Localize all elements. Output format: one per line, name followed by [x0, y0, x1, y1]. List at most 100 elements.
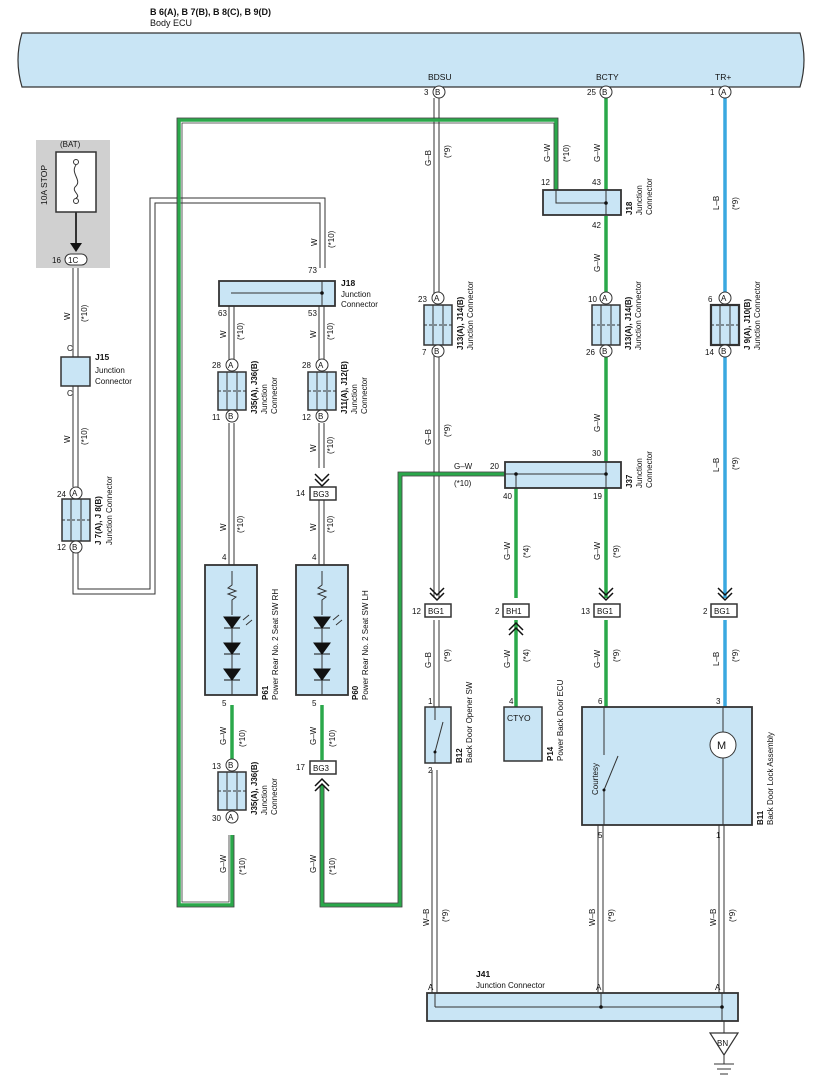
wire-labels: W (*10) W (*10) W (*10) W (*10) W (*10) … [63, 143, 740, 926]
svg-text:BH1: BH1 [506, 607, 522, 616]
svg-text:W–B: W–B [422, 909, 431, 926]
connector-j18-left: 73 63 53 J18 Junction Connector [218, 266, 378, 318]
svg-text:2: 2 [703, 607, 708, 616]
svg-text:(*4): (*4) [522, 649, 531, 662]
svg-text:P60: P60 [351, 685, 360, 700]
terminal-bdsu-letter: B [435, 88, 440, 97]
plug-bg1-a: 12 BG1 [412, 587, 452, 618]
svg-text:5: 5 [312, 699, 317, 708]
svg-text:14: 14 [705, 348, 714, 357]
svg-text:B: B [228, 761, 233, 770]
svg-text:G–W: G–W [593, 253, 602, 272]
terminal-tr-num: 1 [710, 88, 715, 97]
svg-text:Power Rear No. 2 Seat SW RH: Power Rear No. 2 Seat SW RH [271, 589, 280, 700]
terminal-bcty-letter: B [602, 88, 607, 97]
svg-text:10: 10 [588, 295, 597, 304]
plug-bg1-c: 2 BG1 [703, 587, 738, 618]
svg-text:W: W [309, 444, 318, 452]
svg-text:23: 23 [418, 295, 427, 304]
svg-text:B: B [228, 412, 233, 421]
svg-text:G–B: G–B [424, 429, 433, 445]
wires [72, 98, 727, 1033]
svg-text:Junction Connector: Junction Connector [466, 281, 475, 350]
j15-id: J15 [95, 352, 109, 362]
svg-text:C: C [67, 344, 73, 353]
svg-text:L–B: L–B [712, 458, 721, 472]
svg-text:17: 17 [296, 763, 305, 772]
plug-bh1: 2 BH1 [495, 603, 530, 636]
svg-text:4: 4 [222, 553, 227, 562]
terminal-bdsu-num: 3 [424, 88, 429, 97]
terminal-tr-letter: A [721, 88, 727, 97]
ecu-name: Body ECU [150, 18, 192, 28]
svg-text:G–W: G–W [454, 462, 473, 471]
svg-text:Junction: Junction [260, 384, 269, 414]
svg-text:A: A [428, 983, 434, 992]
svg-text:19: 19 [593, 492, 602, 501]
svg-text:W: W [219, 523, 228, 531]
svg-text:W–B: W–B [588, 909, 597, 926]
connector-j9-j10: 6 A 14 B J 9(A), J10(B) Junction Connect… [705, 281, 762, 358]
svg-text:12: 12 [412, 607, 421, 616]
svg-text:30: 30 [592, 449, 601, 458]
svg-text:A: A [228, 361, 234, 370]
svg-text:W: W [63, 312, 72, 320]
svg-text:12: 12 [541, 178, 550, 187]
svg-text:Courtesy: Courtesy [591, 763, 600, 795]
fuse-name: 10A STOP [39, 165, 49, 205]
svg-text:W: W [63, 435, 72, 443]
svg-text:Junction Connector: Junction Connector [105, 476, 114, 545]
svg-text:J35(A), J36(B): J35(A), J36(B) [250, 360, 259, 414]
svg-text:L–B: L–B [712, 652, 721, 666]
svg-text:Connector: Connector [270, 778, 279, 815]
svg-text:A: A [721, 294, 727, 303]
svg-text:C: C [67, 389, 73, 398]
svg-text:(*9): (*9) [731, 197, 740, 210]
svg-text:1: 1 [716, 831, 721, 840]
svg-text:Connector: Connector [360, 377, 369, 414]
svg-text:63: 63 [218, 309, 227, 318]
svg-text:G–W: G–W [219, 726, 228, 745]
svg-text:Junction Connector: Junction Connector [753, 281, 762, 350]
svg-text:W: W [310, 238, 319, 246]
svg-text:40: 40 [503, 492, 512, 501]
svg-text:J41: J41 [476, 969, 490, 979]
svg-text:J11(A), J12(B): J11(A), J12(B) [340, 361, 349, 414]
ecu-terminal-bdsu: 3 B [424, 85, 446, 99]
svg-text:G–W: G–W [219, 854, 228, 873]
connector-j11-j12: 28 A 12 B J11(A), J12(B) Junction Connec… [302, 358, 369, 423]
svg-text:(*9): (*9) [731, 649, 740, 662]
svg-text:(*10): (*10) [328, 857, 337, 875]
svg-text:Junction Connector: Junction Connector [634, 281, 643, 350]
svg-text:B11: B11 [756, 810, 765, 825]
svg-text:(*10): (*10) [238, 857, 247, 875]
svg-text:(*10): (*10) [326, 322, 335, 340]
svg-text:3: 3 [716, 697, 721, 706]
connector-j35-j36-upper: 28 A 11 B J35(A), J36(B) Junction Connec… [212, 358, 279, 423]
svg-text:A: A [715, 983, 721, 992]
svg-text:G–W: G–W [309, 726, 318, 745]
svg-text:Junction: Junction [95, 366, 125, 375]
svg-text:Connector: Connector [95, 377, 132, 386]
fuse-pin-letter: 1C [68, 256, 78, 265]
svg-text:30: 30 [212, 814, 221, 823]
svg-text:P14: P14 [546, 746, 555, 761]
svg-text:L–B: L–B [712, 196, 721, 210]
component-b12: 1 2 B12 Back Door Opener SW [424, 681, 474, 775]
svg-text:P61: P61 [261, 685, 270, 700]
svg-text:G–W: G–W [543, 143, 552, 162]
svg-text:(*10): (*10) [326, 515, 335, 533]
svg-text:A: A [596, 983, 602, 992]
svg-text:1: 1 [428, 697, 433, 706]
svg-text:53: 53 [308, 309, 317, 318]
svg-text:G–W: G–W [309, 854, 318, 873]
svg-text:43: 43 [592, 178, 601, 187]
svg-text:(*10): (*10) [562, 144, 571, 162]
svg-text:A: A [434, 294, 440, 303]
svg-text:J 9(A), J10(B): J 9(A), J10(B) [743, 299, 752, 350]
svg-text:CTYO: CTYO [507, 713, 531, 723]
svg-text:J13(A), J14(B): J13(A), J14(B) [456, 296, 465, 350]
ecu-terminal-tr: 1 A [710, 85, 732, 99]
svg-text:W: W [309, 523, 318, 531]
svg-text:BG1: BG1 [428, 607, 445, 616]
